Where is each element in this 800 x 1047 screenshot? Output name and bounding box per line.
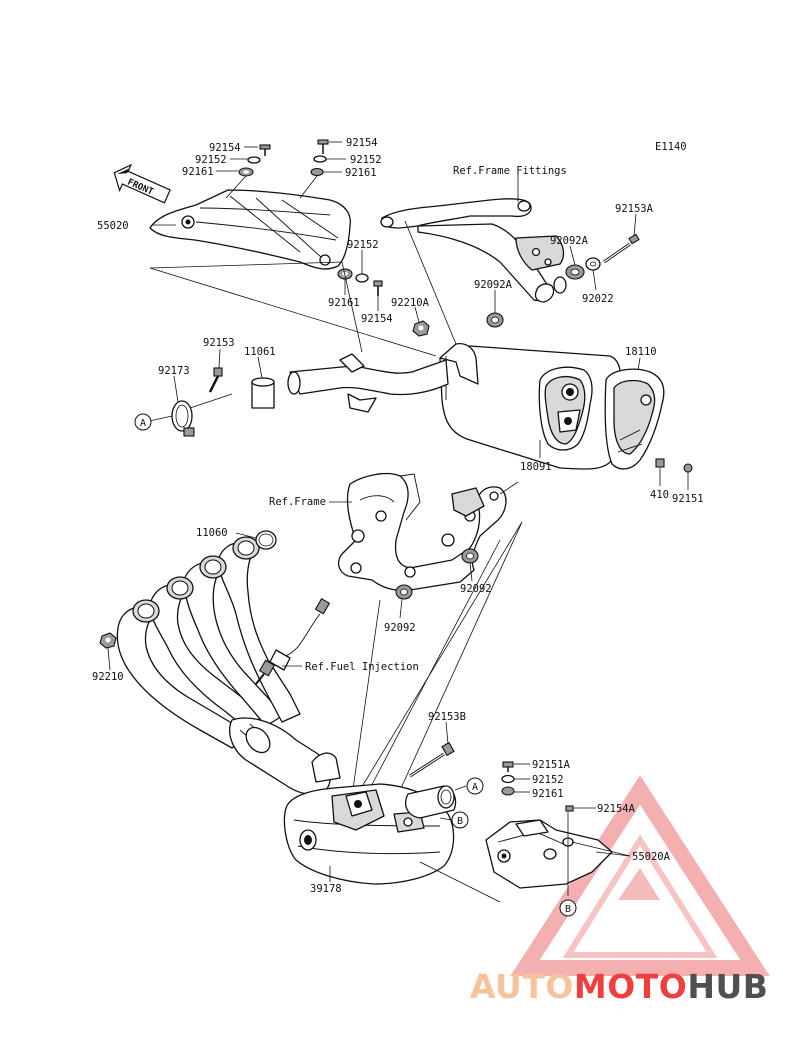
part-92161-tl: 92161 <box>182 166 214 178</box>
front-direction-arrow: FRONT <box>113 163 171 204</box>
part-92092-b: 92092 <box>384 622 416 634</box>
part-55020A: 55020A <box>632 851 671 863</box>
fastener-stack-bottom <box>501 761 515 796</box>
connecting-pipe <box>287 353 449 413</box>
part-92152-m: 92152 <box>347 239 379 251</box>
part-92092-a: 92092 <box>460 583 492 595</box>
part-92210A: 92210A <box>391 297 430 309</box>
callout-a-lower: A <box>466 777 484 795</box>
bolt-92151 <box>683 463 693 473</box>
watermark-part-hub: HUB <box>687 967 768 1006</box>
part-55020: 55020 <box>97 220 129 232</box>
part-92151A: 92151A <box>532 759 571 771</box>
svg-text:B: B <box>565 904 571 915</box>
bushing-92092-b <box>395 584 413 600</box>
bolt-92154A <box>565 805 574 812</box>
svg-text:B: B <box>457 816 463 827</box>
ref-frame-fittings: Ref.Frame Fittings <box>453 165 567 177</box>
fastener-stack-top-left <box>238 144 271 177</box>
part-39178: 39178 <box>310 883 342 895</box>
part-92152-tr: 92152 <box>350 154 382 166</box>
callout-b-left: B <box>451 811 469 829</box>
washer-92022 <box>585 257 601 271</box>
part-92152-b: 92152 <box>532 774 564 786</box>
part-92153B: 92153B <box>428 711 466 723</box>
o2-sensor <box>255 598 331 685</box>
part-410: 410 <box>650 489 669 501</box>
clamp-92173 <box>171 400 195 437</box>
part-92092A-lower: 92092A <box>474 279 513 291</box>
gasket-11061 <box>251 377 275 409</box>
bushing-92092A-lower <box>486 312 504 328</box>
watermark-logo <box>510 775 770 976</box>
part-92173: 92173 <box>158 365 190 377</box>
part-92154-tr: 92154 <box>346 137 378 149</box>
heat-guard-55020 <box>149 189 351 270</box>
part-92154-m: 92154 <box>361 313 393 325</box>
callout-a-upper: A <box>134 413 152 431</box>
muffler-18091 <box>439 342 622 470</box>
bolt-92153 <box>208 367 223 393</box>
part-92161-m: 92161 <box>328 297 360 309</box>
frame-bracket <box>337 472 507 592</box>
bolt-92153A <box>603 233 640 264</box>
exhaust-header-pipes <box>116 536 331 795</box>
ref-frame: Ref.Frame <box>269 496 326 508</box>
part-92154A: 92154A <box>597 803 636 815</box>
part-92153: 92153 <box>203 337 235 349</box>
part-11061: 11061 <box>244 346 276 358</box>
gasket-11060 <box>255 530 277 550</box>
part-18091: 18091 <box>520 461 552 473</box>
damper-410 <box>655 458 665 468</box>
watermark-part-moto: MOTO <box>574 967 687 1006</box>
part-92161-tr: 92161 <box>345 167 377 179</box>
nut-92210A <box>412 320 430 337</box>
part-92161-b: 92161 <box>532 788 564 800</box>
callout-b-right: B <box>559 899 577 917</box>
svg-text:A: A <box>472 782 478 793</box>
muffler-cover-18110 <box>604 368 665 470</box>
watermark-text: AUTOMOTOHUB <box>470 967 768 1006</box>
part-92022: 92022 <box>582 293 614 305</box>
part-92153A: 92153A <box>615 203 654 215</box>
connecting-tube <box>405 785 457 819</box>
part-11060: 11060 <box>196 527 228 539</box>
bolt-92153B <box>409 741 455 778</box>
fastener-stack-top-right <box>310 139 329 177</box>
part-92210: 92210 <box>92 671 124 683</box>
bushing-92092A-upper <box>565 264 585 280</box>
svg-text:A: A <box>140 418 146 429</box>
nut-92210 <box>99 632 117 649</box>
frame-fitting-bracket <box>380 198 567 303</box>
heat-guard-55020A <box>485 819 613 889</box>
part-92092A-upper: 92092A <box>550 235 589 247</box>
part-92154-tl: 92154 <box>209 142 241 154</box>
watermark-part-auto: AUTO <box>470 967 574 1006</box>
part-92151: 92151 <box>672 493 704 505</box>
part-18110: 18110 <box>625 346 657 358</box>
part-92152-tl: 92152 <box>195 154 227 166</box>
diagram-code: E1140 <box>655 141 687 153</box>
ref-fuel-injection: Ref.Fuel Injection <box>305 661 419 673</box>
bushing-92092-a <box>461 548 479 564</box>
